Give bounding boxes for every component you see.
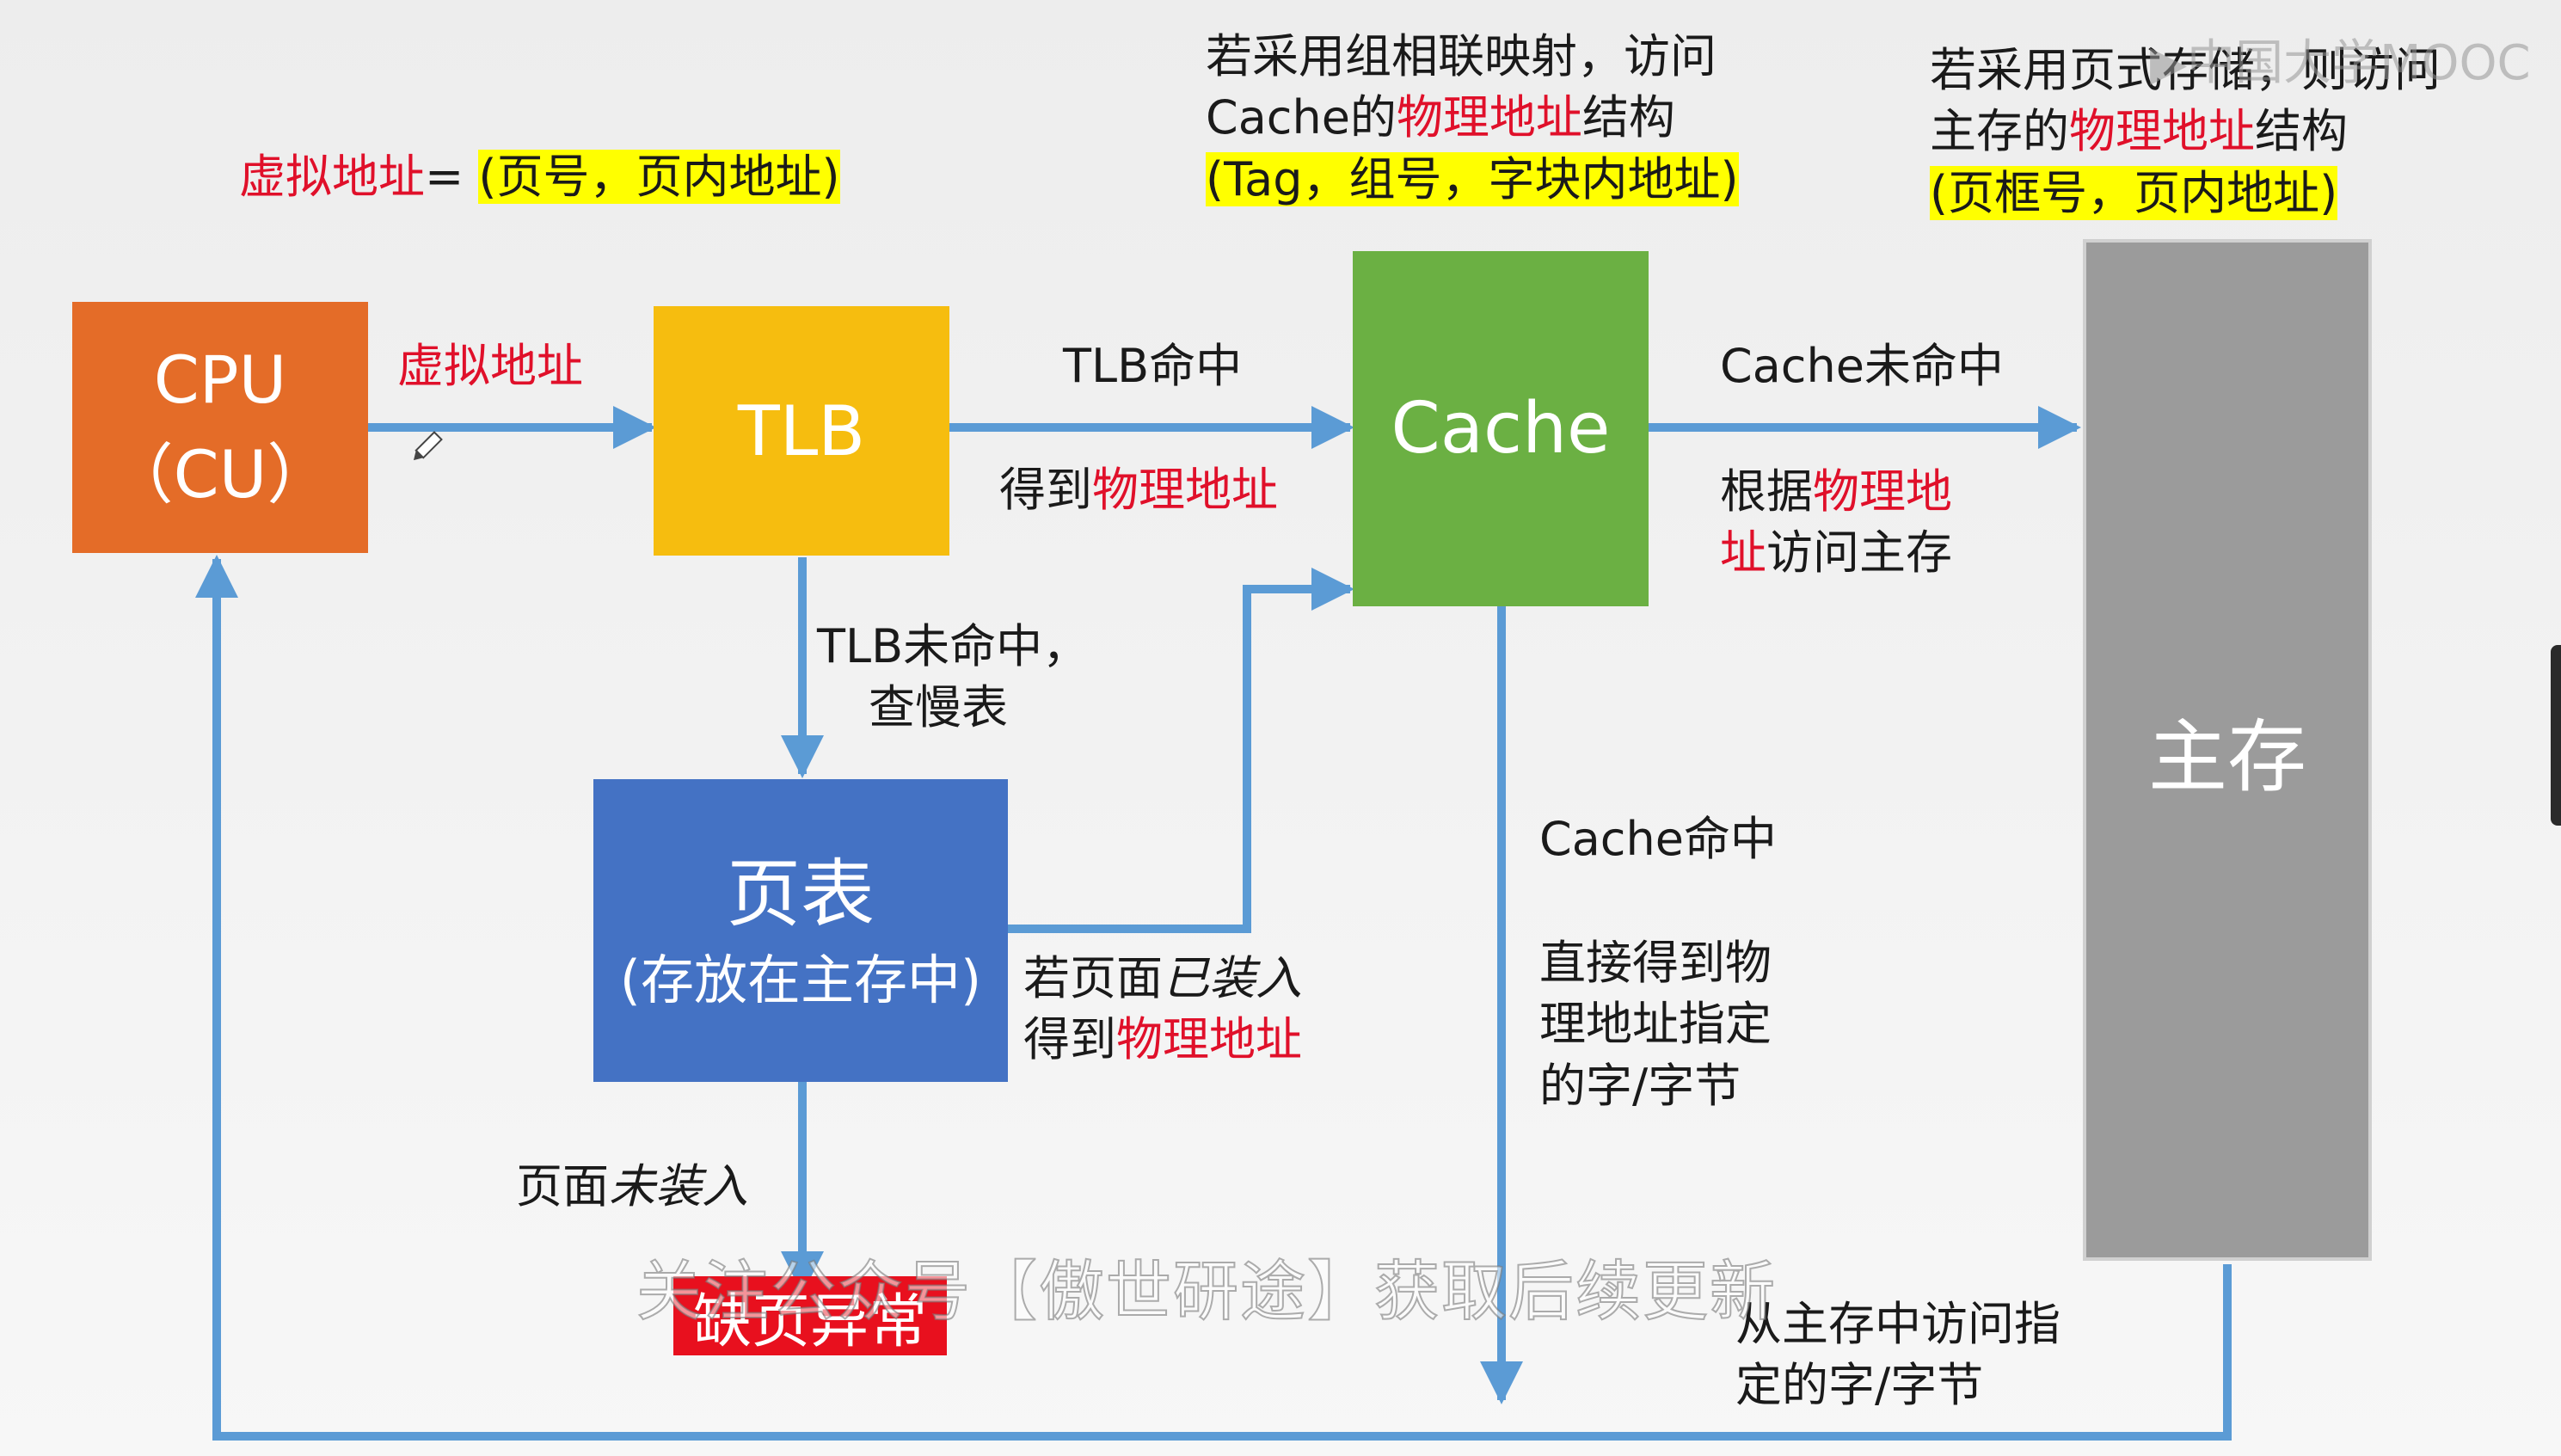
virtual-address-structure: 虚拟地址= (页号，页内地址) [239, 150, 840, 204]
pencil-cursor-icon [413, 431, 443, 461]
cache-miss-label: Cache未命中 [1720, 339, 2004, 393]
cache-miss-description: 根据物理地 址访问主存 [1720, 464, 1952, 581]
tlb-box: TLB [654, 306, 949, 556]
arrow-memory-to-cpu [195, 555, 2232, 1441]
play-icon: ▶ [2150, 35, 2188, 91]
tlb-miss-label: TLB未命中， 查慢表 [817, 619, 1090, 735]
memory-address-tuple: (页框号，页内地址) [1930, 165, 2338, 220]
virtual-address-term: 虚拟地址 [239, 150, 425, 204]
cache-hit-description: 直接得到物 理地址指定 的字/字节 [1539, 936, 1772, 1113]
memory-note-line2: 主存的物理地址结构 [1930, 104, 2348, 159]
cache-physical-address-note: 若采用组相联映射，访问 Cache的物理地址结构 (Tag，组号，字块内地址) [1206, 26, 1739, 210]
page-loaded-label: 若页面已装入 得到物理地址 [1023, 951, 1302, 1067]
cache-address-tuple: (Tag，组号，字块内地址) [1206, 151, 1739, 206]
cache-hit-label: Cache命中 [1539, 812, 1777, 866]
cache-box: Cache [1353, 251, 1649, 606]
cpu-label: CPU [153, 341, 287, 418]
tlb-hit-physical-address-label: 得到物理地址 [999, 463, 1278, 517]
tlb-hit-label: TLB命中 [1063, 339, 1243, 393]
page-table-box: 页表 (存放在主存中) [593, 779, 1008, 1082]
main-memory-box: 主存 [2083, 239, 2372, 1261]
watermark-text: 关注公众号【傲世研途】获取后续更新 [636, 1252, 1777, 1330]
page-not-loaded-label: 页面未装入 [516, 1159, 748, 1213]
virtual-address-arrow-label: 虚拟地址 [397, 339, 583, 393]
page-table-label: 页表 [727, 851, 875, 938]
page-fault-box: 缺页异常 [673, 1276, 947, 1356]
memory-physical-address-note: 若采用页式存储，则访问 主存的物理地址结构 (页框号，页内地址) [1930, 40, 2441, 224]
cpu-box: CPU （CU） [72, 302, 368, 553]
arrow-page-table-to-cache [1008, 568, 1354, 933]
virtual-address-tuple: (页号，页内地址) [478, 150, 840, 204]
memory-note-line1: 若采用页式存储，则访问 [1930, 43, 2441, 97]
cache-note-line2: Cache的物理地址结构 [1206, 90, 1675, 145]
memory-access-description: 从主存中访问指 定的字/字节 [1735, 1297, 2060, 1413]
mooc-logo: ▶中国大学MOOC [2150, 35, 2531, 91]
cache-note-line1: 若采用组相联映射，访问 [1206, 29, 1717, 83]
tlb-label: TLB [737, 390, 866, 471]
page-fault-label: 缺页异常 [692, 1287, 927, 1356]
cache-label: Cache [1391, 388, 1611, 470]
page-table-sublabel: (存放在主存中) [619, 949, 982, 1012]
main-memory-label: 主存 [2147, 710, 2306, 803]
cu-label: （CU） [107, 436, 333, 513]
side-scroll-handle[interactable] [2551, 645, 2561, 826]
